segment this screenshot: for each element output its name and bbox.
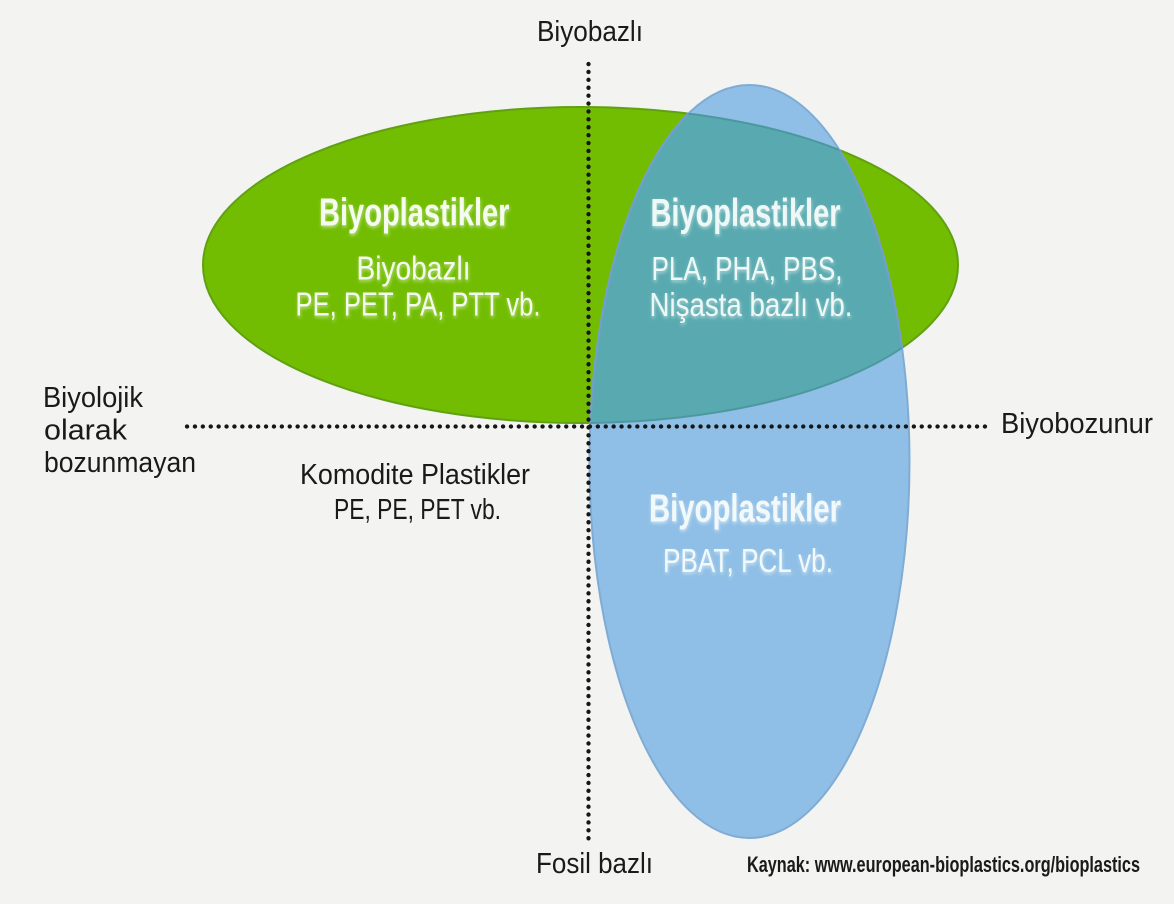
svg-text:Biyoplastikler: Biyoplastikler: [319, 192, 510, 235]
svg-text:Biyolojik: Biyolojik: [43, 382, 143, 414]
svg-text:Nişasta bazlı vb.: Nişasta bazlı vb.: [650, 286, 853, 323]
svg-text:PE, PET, PA, PTT vb.: PE, PET, PA, PTT vb.: [296, 286, 541, 323]
svg-text:bozunmayan: bozunmayan: [44, 447, 196, 479]
svg-text:Komodite Plastikler: Komodite Plastikler: [300, 459, 530, 491]
svg-text:Biyobozunur: Biyobozunur: [1001, 408, 1153, 440]
svg-text:Fosil bazlı: Fosil bazlı: [536, 848, 653, 880]
svg-text:PE, PE, PET vb.: PE, PE, PET vb.: [334, 494, 501, 526]
svg-text:Biyobazlı: Biyobazlı: [357, 250, 471, 287]
svg-text:Kaynak: www.european-bioplasti: Kaynak: www.european-bioplastics.org/bio…: [747, 852, 1140, 877]
svg-text:olarak: olarak: [44, 415, 128, 447]
svg-text:PBAT, PCL vb.: PBAT, PCL vb.: [663, 542, 833, 579]
svg-text:Biyobazlı: Biyobazlı: [537, 16, 643, 48]
svg-text:Biyoplastikler: Biyoplastikler: [651, 192, 841, 235]
svg-text:PLA, PHA, PBS,: PLA, PHA, PBS,: [652, 250, 843, 287]
svg-text:Biyoplastikler: Biyoplastikler: [649, 488, 841, 531]
